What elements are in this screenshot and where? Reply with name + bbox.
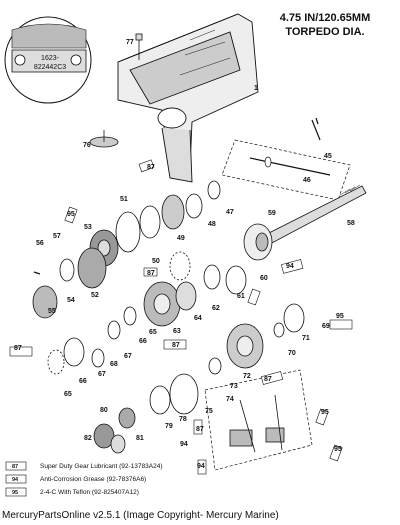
callout-1: 1 <box>254 85 258 92</box>
callout-53: 53 <box>84 224 92 231</box>
pump-assembly-bottom <box>93 369 313 471</box>
anode-76 <box>89 130 119 148</box>
shift-shaft-46 <box>221 139 351 201</box>
callout-87-left: 87 <box>14 345 22 352</box>
callout-48: 48 <box>208 221 216 228</box>
gear-set-lower <box>47 303 305 415</box>
callout-71: 71 <box>302 335 310 342</box>
callout-95-mid: 95 <box>336 313 344 320</box>
gear-set-upper <box>89 180 221 267</box>
callout-67-low: 67 <box>98 371 106 378</box>
callout-87-right: 87 <box>264 376 272 383</box>
callout-95-bottom-2: 95 <box>334 446 342 453</box>
inset-label-line-2: 822442C3 <box>34 64 66 71</box>
bolt-77 <box>135 33 143 60</box>
callout-81: 81 <box>136 435 144 442</box>
lubricant-tubes <box>9 159 353 475</box>
callout-60: 60 <box>260 275 268 282</box>
callout-65-low: 65 <box>64 391 72 398</box>
pin-45 <box>311 117 321 141</box>
callout-72: 72 <box>243 373 251 380</box>
legend-text-87: Super Duty Gear Lubricant (92-13783A24) <box>40 463 163 470</box>
callout-56: 56 <box>36 240 44 247</box>
legend-text-94: Anti-Corrosion Grease (92-78376A6) <box>40 476 146 483</box>
callout-70: 70 <box>288 350 296 357</box>
bearing-carrier-59 <box>243 223 273 261</box>
callout-labels: 1 77 76 45 46 87 51 53 48 49 47 59 58 95… <box>14 39 355 470</box>
exploded-parts-diagram: 4.75 IN/120.65MM TORPEDO DIA. 1623- 8224… <box>4 12 371 497</box>
callout-76: 76 <box>83 142 91 149</box>
callout-58: 58 <box>347 220 355 227</box>
callout-75: 75 <box>205 408 213 415</box>
propeller-shaft-58 <box>264 184 367 245</box>
callout-80: 80 <box>100 407 108 414</box>
callout-82: 82 <box>84 435 92 442</box>
callout-49: 49 <box>177 235 185 242</box>
legend-code-87: 87 <box>12 464 18 470</box>
callout-74: 74 <box>226 396 234 403</box>
callout-87-bottom: 87 <box>196 426 204 433</box>
callout-54: 54 <box>67 297 75 304</box>
callout-73: 73 <box>230 383 238 390</box>
callout-59: 59 <box>268 210 276 217</box>
lubricant-legend: 87 Super Duty Gear Lubricant (92-13783A2… <box>5 461 163 497</box>
callout-57: 57 <box>53 233 61 240</box>
legend-text-95: 2-4-C With Teflon (92-825407A12) <box>40 489 139 496</box>
callout-66-low: 66 <box>79 378 87 385</box>
title-line-2: TORPEDO DIA. <box>285 26 364 38</box>
callout-78: 78 <box>179 416 187 423</box>
callout-47: 47 <box>226 209 234 216</box>
callout-87-mid: 87 <box>147 270 155 277</box>
callout-94-right: 94 <box>180 441 188 448</box>
inset-detail: 1623- 822442C3 <box>4 16 92 104</box>
callout-67-mid: 67 <box>124 353 132 360</box>
callout-50: 50 <box>152 258 160 265</box>
callout-64: 64 <box>194 315 202 322</box>
callout-94-bottom: 94 <box>197 463 205 470</box>
callout-66-mid: 66 <box>139 338 147 345</box>
callout-62: 62 <box>212 305 220 312</box>
callout-51: 51 <box>120 196 128 203</box>
callout-95-bottom-1: 95 <box>321 409 329 416</box>
callout-65-mid: 65 <box>149 329 157 336</box>
gear-housing <box>117 13 259 183</box>
callout-52: 52 <box>91 292 99 299</box>
callout-46: 46 <box>303 177 311 184</box>
callout-95-top: 95 <box>67 211 75 218</box>
callout-79: 79 <box>165 423 173 430</box>
callout-63: 63 <box>173 328 181 335</box>
legend-code-95: 95 <box>12 490 18 496</box>
callout-87-top: 87 <box>147 164 155 171</box>
callout-55: 55 <box>48 308 56 315</box>
gear-set-middle <box>143 251 247 327</box>
callout-45: 45 <box>324 153 332 160</box>
callout-68: 68 <box>110 361 118 368</box>
callout-87-low: 87 <box>172 342 180 349</box>
callout-94-mid: 94 <box>286 263 294 270</box>
callout-69: 69 <box>322 323 330 330</box>
callout-61: 61 <box>237 293 245 300</box>
copyright-footer: MercuryPartsOnline v2.5.1 (Image Copyrig… <box>2 510 279 521</box>
gear-set-left <box>32 247 107 319</box>
legend-code-94: 94 <box>12 477 19 483</box>
title-line-1: 4.75 IN/120.65MM <box>280 12 371 24</box>
inset-label-line-1: 1623- <box>41 55 60 62</box>
callout-77: 77 <box>126 39 134 46</box>
